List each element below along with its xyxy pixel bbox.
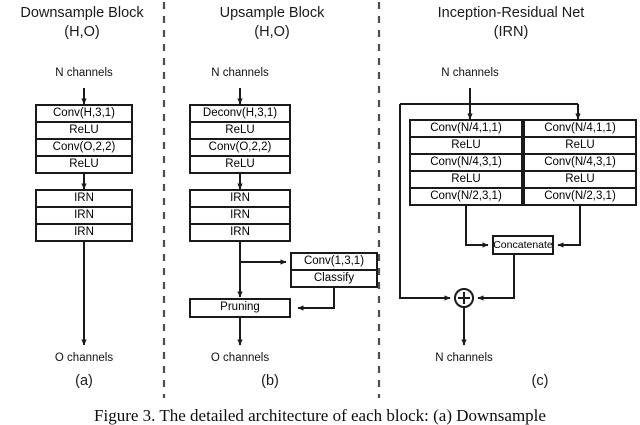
panel-b-output-label: O channels: [210, 352, 270, 364]
panel-c-title-line2: (IRN): [493, 24, 529, 40]
panel-b-box-pruning: Pruning: [220, 301, 260, 314]
panel-c-left-box-relu-2: ReLU: [451, 172, 481, 185]
panel-c-label: (c): [531, 373, 549, 389]
panel-b-title-line1: Upsample Block: [219, 5, 325, 21]
panel-a-title-line2: (H,O): [64, 24, 100, 40]
figure-caption: Figure 3. The detailed architecture of e…: [94, 406, 546, 425]
panel-a-box-conv-o-2-2: Conv(O,2,2): [52, 140, 116, 153]
panel-a-box-irn-3: IRN: [74, 225, 94, 238]
panel-b-title-line2: (H,O): [254, 24, 290, 40]
panel-c-left-box-conv-n2-3-1: Conv(N/2,3,1): [430, 189, 502, 202]
panel-c-right-box-conv-n4-3-1: Conv(N/4,3,1): [544, 155, 616, 168]
panel-b-box-irn-1: IRN: [230, 191, 250, 204]
panel-c-title-line1: Inception-Residual Net: [437, 5, 585, 21]
panel-c-right-box-conv-n4-1-1: Conv(N/4,1,1): [544, 121, 616, 134]
panel-b-box-conv-1-3-1: Conv(1,3,1): [303, 254, 365, 267]
panel-a-box-irn-2: IRN: [74, 208, 94, 221]
panel-c-output-label: N channels: [435, 352, 493, 364]
panel-b-box-deconv-h-3-1: Deconv(H,3,1): [202, 106, 278, 119]
panel-a-box-irn-1: IRN: [74, 191, 94, 204]
panel-b-box-relu-1: ReLU: [225, 123, 255, 136]
panel-a-box-relu-2: ReLU: [69, 157, 99, 170]
panel-a-output-label: O channels: [54, 352, 114, 364]
panel-c-left-box-relu-1: ReLU: [451, 138, 481, 151]
panel-c-box-concatenate: Concatenate: [493, 238, 553, 251]
panel-a-title-line1: Downsample Block: [20, 5, 144, 21]
panel-b-box-classify: Classify: [313, 271, 355, 284]
panel-b-input-label: N channels: [211, 67, 269, 79]
panel-c-left-box-conv-n4-3-1: Conv(N/4,3,1): [430, 155, 502, 168]
panel-c-right-box-conv-n2-3-1: Conv(N/2,3,1): [544, 189, 616, 202]
panel-c-left-box-conv-n4-1-1: Conv(N/4,1,1): [430, 121, 502, 134]
panel-b-box-irn-3: IRN: [230, 225, 250, 238]
panel-c-right-box-relu-2: ReLU: [565, 172, 595, 185]
panel-c-right-box-relu-1: ReLU: [565, 138, 595, 151]
panel-a-label: (a): [75, 373, 93, 389]
panel-b-box-relu-2: ReLU: [225, 157, 255, 170]
panel-b-box-conv-o-2-2: Conv(O,2,2): [208, 140, 272, 153]
panel-c-input-label: N channels: [441, 67, 499, 79]
panel-b-label: (b): [261, 373, 279, 389]
panel-b-box-irn-2: IRN: [230, 208, 250, 221]
panel-a-box-conv-h-3-1: Conv(H,3,1): [53, 106, 115, 119]
panel-a-input-label: N channels: [55, 67, 113, 79]
panel-a-box-relu-1: ReLU: [69, 123, 99, 136]
